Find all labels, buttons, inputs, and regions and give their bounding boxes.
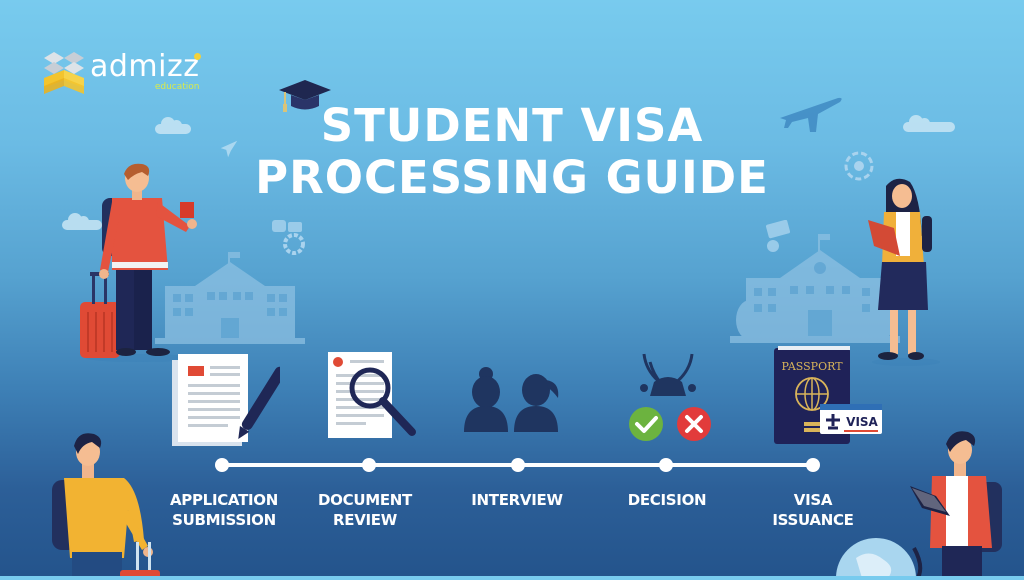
title-line-1: STUDENT VISA — [320, 99, 704, 152]
document-pen-icon — [172, 352, 286, 456]
brand-logo: admizz education — [44, 49, 201, 94]
music-note-icon — [763, 219, 793, 258]
brand-tagline: education — [154, 82, 200, 92]
airplane-icon — [778, 92, 844, 138]
title-line-2: PROCESSING GUIDE — [255, 151, 769, 204]
timeline-node-2[interactable] — [362, 458, 376, 472]
student-traveler-illustration — [72, 162, 212, 366]
step-label-visa-issuance: VISA ISSUANCE — [772, 491, 854, 529]
timeline-node-1[interactable] — [215, 458, 229, 472]
logo-dot — [194, 53, 201, 60]
school-building-left — [155, 252, 305, 348]
approve-reject-icon — [626, 348, 716, 448]
brand-name: admizz — [90, 49, 200, 84]
student-book-globe-illustration — [826, 428, 1024, 580]
timeline-node-5[interactable] — [806, 458, 820, 472]
passport-visa-icon: PASSPORT VISA — [774, 346, 884, 450]
step-label-interview: INTERVIEW — [471, 491, 563, 509]
page-title: STUDENT VISA PROCESSING GUIDE — [0, 100, 1024, 204]
gear-puzzle-icon — [270, 218, 308, 260]
graduation-cap-icon — [277, 80, 333, 118]
passport-label: PASSPORT — [781, 360, 843, 373]
student-reading-illustration — [866, 176, 946, 370]
step-label-decision: DECISION — [627, 491, 707, 509]
step-label-document-review: DOCUMENT REVIEW — [318, 491, 412, 529]
cloud-decoration — [155, 117, 191, 134]
compass-icon — [843, 150, 875, 186]
document-magnifier-icon — [328, 350, 418, 446]
step-label-application-submission: APPLICATION SUBMISSION — [169, 491, 278, 529]
timeline-node-3[interactable] — [511, 458, 525, 472]
timeline-node-4[interactable] — [659, 458, 673, 472]
two-people-icon — [462, 366, 562, 436]
cloud-decoration — [903, 115, 955, 132]
logo-chevron-icon — [44, 52, 84, 94]
small-airplane-icon — [218, 138, 240, 164]
cloud-decoration — [62, 213, 102, 230]
visa-label: VISA — [846, 415, 878, 429]
student-backpack-illustration — [44, 430, 174, 580]
